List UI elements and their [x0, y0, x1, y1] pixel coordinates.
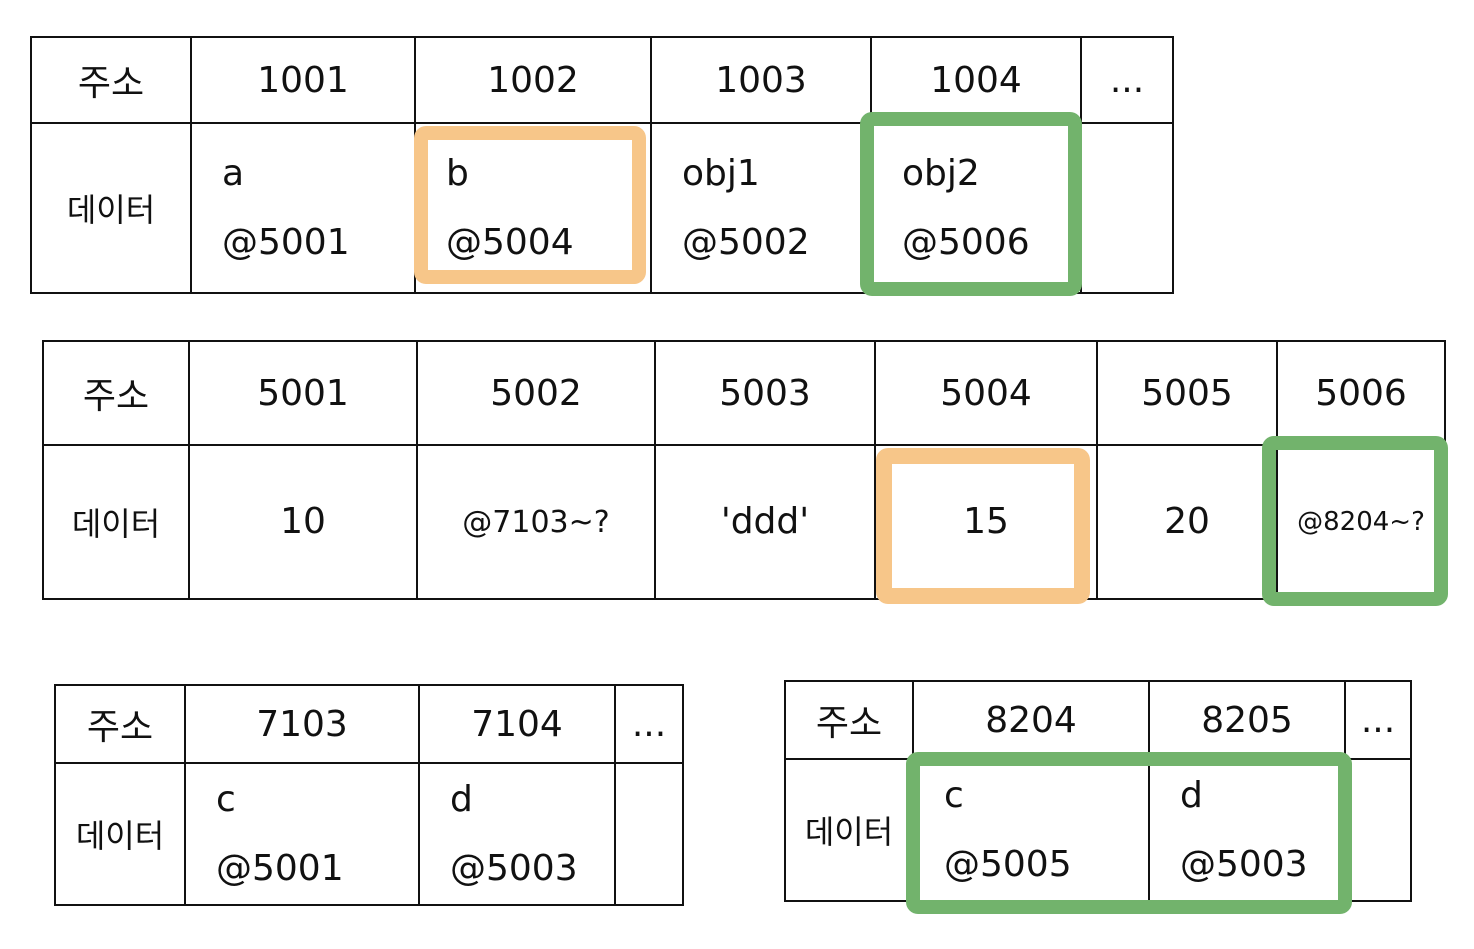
- address-cell: 5003: [654, 340, 876, 446]
- address-cell: 1004: [870, 36, 1082, 124]
- reference-value: @5001: [222, 222, 350, 263]
- address-cell: 5005: [1096, 340, 1278, 446]
- address-cell: 1001: [190, 36, 416, 124]
- reference-value: @5006: [902, 222, 1030, 263]
- address-row-label: 주소: [54, 684, 186, 764]
- ellipsis-cell: ...: [614, 684, 684, 764]
- address-cell: 5006: [1276, 340, 1446, 446]
- stored-value: @7103~?: [462, 504, 610, 540]
- data-row-label: 데이터: [784, 758, 914, 902]
- object-memory-table-7100: 주소 7103 7104 ... 데이터 c @5001 d @5003: [54, 684, 684, 906]
- data-cell: b @5004: [414, 122, 652, 294]
- property-name: c: [216, 779, 236, 820]
- data-cell: a @5001: [190, 122, 416, 294]
- data-cell: c @5001: [184, 762, 420, 906]
- data-cell-empty: [1080, 122, 1174, 294]
- data-cell: c @5005: [912, 758, 1150, 902]
- stored-value: @8204~?: [1297, 506, 1425, 537]
- data-cell: 15: [874, 444, 1098, 600]
- address-cell: 7104: [418, 684, 616, 764]
- data-row-label: 데이터: [30, 122, 192, 294]
- address-cell: 5001: [188, 340, 418, 446]
- variable-name: obj1: [682, 153, 760, 194]
- value-memory-table: 주소 5001 5002 5003 5004 5005 5006 데이터 10 …: [42, 340, 1446, 600]
- variable-name: b: [446, 153, 469, 194]
- data-cell-empty: [614, 762, 684, 906]
- address-row-label: 주소: [784, 680, 914, 760]
- stored-value: 20: [1164, 501, 1210, 543]
- stored-value: 'ddd': [720, 501, 810, 543]
- data-cell: 10: [188, 444, 418, 600]
- reference-value: @5003: [1180, 844, 1308, 885]
- reference-value: @5002: [682, 222, 810, 263]
- property-name: c: [944, 775, 964, 816]
- property-name: d: [1180, 775, 1203, 816]
- data-cell-empty: [1344, 758, 1412, 902]
- reference-value: @5004: [446, 222, 574, 263]
- address-row-label: 주소: [42, 340, 190, 446]
- variable-name: obj2: [902, 153, 980, 194]
- address-cell: 5002: [416, 340, 656, 446]
- address-cell: 1002: [414, 36, 652, 124]
- data-cell: d @5003: [1148, 758, 1346, 902]
- address-cell: 8205: [1148, 680, 1346, 760]
- data-cell: obj2 @5006: [870, 122, 1082, 294]
- reference-value: @5001: [216, 848, 344, 889]
- data-cell: obj1 @5002: [650, 122, 872, 294]
- address-cell: 8204: [912, 680, 1150, 760]
- data-cell: 'ddd': [654, 444, 876, 600]
- ellipsis-cell: ...: [1344, 680, 1412, 760]
- address-row-label: 주소: [30, 36, 192, 124]
- address-cell: 7103: [184, 684, 420, 764]
- stored-value: 15: [963, 501, 1009, 543]
- reference-value: @5005: [944, 844, 1072, 885]
- property-name: d: [450, 779, 473, 820]
- data-cell: 20: [1096, 444, 1278, 600]
- data-row-label: 데이터: [54, 762, 186, 906]
- variable-name: a: [222, 153, 245, 194]
- data-cell: @7103~?: [416, 444, 656, 600]
- ellipsis-cell: ...: [1080, 36, 1174, 124]
- variable-memory-table: 주소 1001 1002 1003 1004 ... 데이터 a @5001 b…: [30, 36, 1174, 294]
- data-row-label: 데이터: [42, 444, 190, 600]
- address-cell: 1003: [650, 36, 872, 124]
- data-cell: d @5003: [418, 762, 616, 906]
- data-cell: @8204~?: [1276, 444, 1446, 600]
- address-cell: 5004: [874, 340, 1098, 446]
- stored-value: 10: [280, 501, 326, 543]
- reference-value: @5003: [450, 848, 578, 889]
- object-memory-table-8200: 주소 8204 8205 ... 데이터 c @5005 d @5003: [784, 680, 1412, 902]
